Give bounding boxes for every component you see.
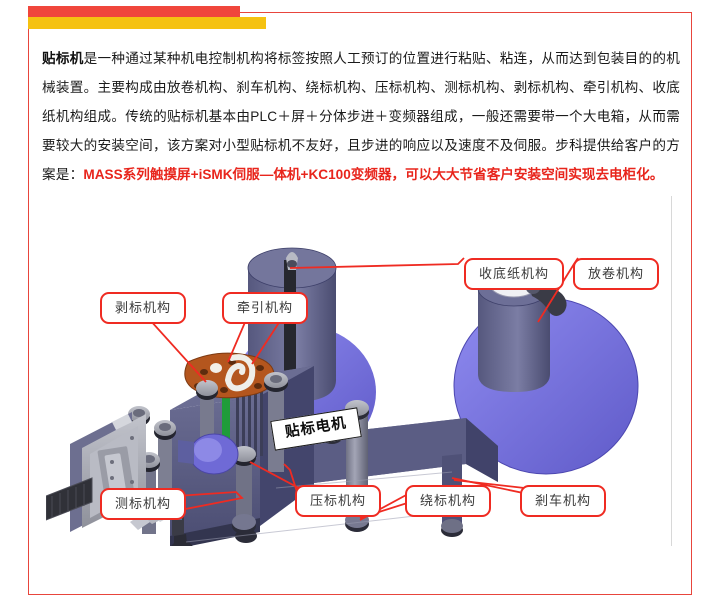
callout-detect-mechanism: 测标机构 [100, 488, 187, 520]
callout-peel-mechanism: 剥标机构 [100, 292, 187, 324]
paragraph-body: 是一种通过某种机电控制机构将标签按照人工预订的位置进行粘贴、粘连，从而达到包装目… [42, 50, 680, 182]
callout-press-mechanism: 压标机构 [295, 485, 382, 517]
article-paragraph: 贴标机是一种通过某种机电控制机构将标签按照人工预订的位置进行粘贴、粘连，从而达到… [42, 44, 680, 189]
callout-label-text: 放卷机构 [588, 266, 645, 281]
callout-brake-mechanism: 剎车机构 [520, 485, 607, 517]
callout-label-text: 贴标电机 [284, 415, 348, 441]
callout-label-text: 压标机构 [310, 493, 367, 508]
decorative-bar-yellow [28, 17, 266, 29]
content-frame [28, 12, 692, 595]
callout-label-text: 测标机构 [115, 496, 172, 511]
callout-label-text: 收底纸机构 [479, 266, 550, 281]
callout-wind-mechanism: 绕标机构 [405, 485, 492, 517]
lead-term: 贴标机 [42, 50, 84, 66]
callout-label-text: 牵引机构 [237, 300, 294, 315]
callout-label-text: 绕标机构 [420, 493, 477, 508]
callout-backing-paper-mechanism: 收底纸机构 [464, 258, 565, 290]
labeling-motor [178, 433, 239, 475]
callout-traction-mechanism: 牵引机构 [222, 292, 309, 324]
highlighted-solution-text: MASS系列触摸屏+iSMK伺服—体机+KC100变频器，可以大大节省客户安装空… [83, 166, 664, 182]
callout-unwind-mechanism: 放卷机构 [573, 258, 660, 290]
decorative-bar-red [28, 6, 240, 17]
callout-label-text: 剥标机构 [115, 300, 172, 315]
callout-label-text: 剎车机构 [535, 493, 592, 508]
